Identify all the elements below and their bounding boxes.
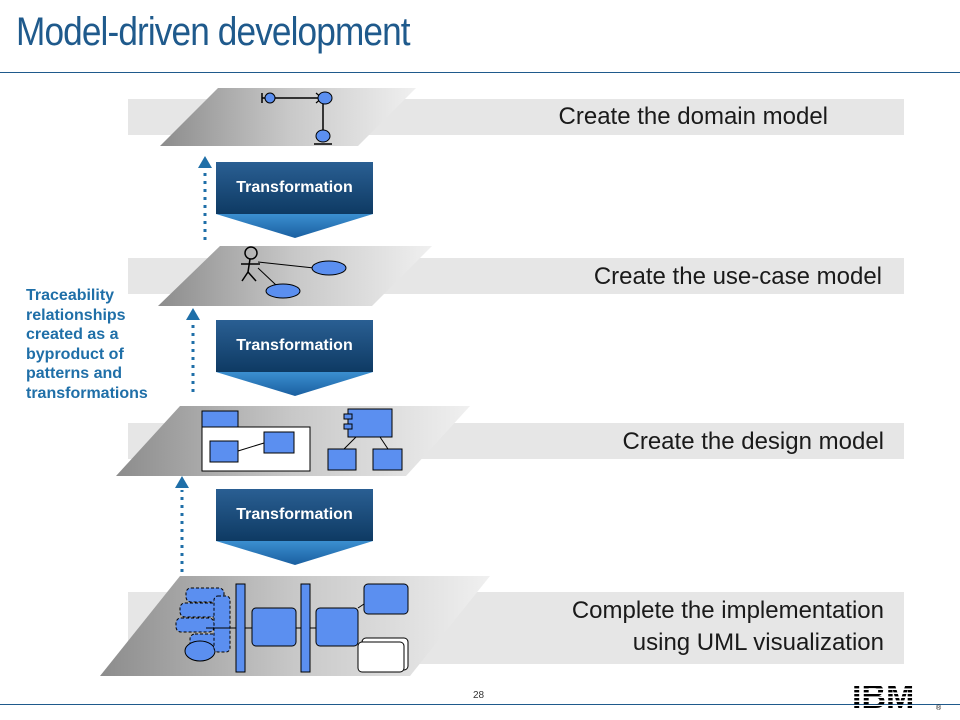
transformation-box-3: Transformation — [216, 489, 373, 541]
band-label-implementation-line1: Complete the implementation — [571, 597, 884, 624]
use-case-uml-icon — [241, 246, 347, 299]
plane-use-case-model — [158, 246, 432, 306]
traceability-arrow-2 — [186, 308, 200, 392]
ibm-logo-text: IBM — [852, 678, 914, 714]
transformation-arrow-head-2 — [216, 372, 373, 396]
transformation-arrow-head-3 — [216, 541, 373, 565]
traceability-arrow-1 — [198, 156, 212, 240]
transformation-arrow-head-1 — [216, 214, 373, 238]
ibm-logo: IBM ® — [852, 678, 942, 714]
registered-mark-icon: ® — [936, 704, 942, 712]
band-label-use-case-model: Create the use-case model — [593, 263, 882, 290]
footer-divider — [0, 704, 960, 705]
transformation-box-1: Transformation — [216, 162, 373, 214]
traceability-note: Traceability relationships created as a … — [26, 287, 148, 402]
plane-domain-model — [160, 88, 416, 146]
band-label-design-model: Create the design model — [622, 428, 885, 455]
band-label-domain-model: Create the domain model — [558, 103, 828, 130]
design-model-uml-icon — [201, 408, 403, 472]
page-number: 28 — [473, 690, 485, 701]
domain-model-uml-icon — [261, 91, 333, 145]
band-label-implementation-line2: using UML visualization — [632, 629, 884, 656]
implementation-uml-icon — [175, 583, 409, 673]
traceability-arrow-3 — [175, 476, 189, 572]
page-title: Model-driven development — [16, 10, 411, 54]
transformation-box-2: Transformation — [216, 320, 373, 372]
title-divider — [0, 72, 960, 73]
